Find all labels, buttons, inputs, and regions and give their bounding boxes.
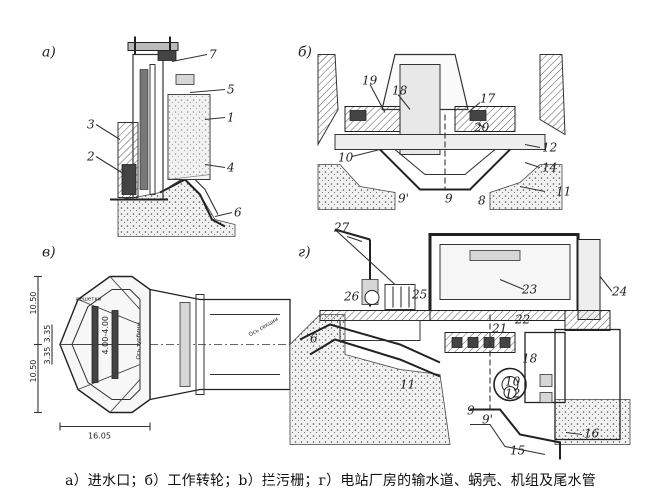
label-g-25: 25 <box>411 288 427 302</box>
label-g-10: 10 <box>505 375 521 389</box>
label-a-7: 7 <box>209 48 217 62</box>
label-g-15: 15 <box>510 444 525 458</box>
label-b-10: 10 <box>338 151 354 165</box>
dim-length: 16.05 <box>88 432 111 441</box>
panel-v-trash-rack: в) 10.50 10.50 3.35 3.35 <box>29 245 291 441</box>
panel-v-letter: в) <box>42 245 56 261</box>
label-a-3: 3 <box>87 118 95 132</box>
label-g-6: 6 <box>310 332 318 346</box>
label-g-18: 18 <box>522 352 538 366</box>
label-g-22: 22 <box>514 313 530 327</box>
panel-g-letter: г) <box>298 245 311 261</box>
text-section-axis: Ось секции <box>248 316 280 338</box>
label-a-6: 6 <box>234 206 242 220</box>
label-g-26: 26 <box>343 290 360 304</box>
label-b-18: 18 <box>392 84 408 98</box>
dim-small-upper: 3.35 <box>43 325 52 343</box>
label-b-17: 17 <box>480 92 496 106</box>
dim-height-upper: 10.50 <box>29 292 38 315</box>
label-b-19: 19 <box>362 74 378 88</box>
label-g-27: 27 <box>333 221 350 235</box>
label-g-9: 9 <box>467 404 475 418</box>
text-reshetki: решетки <box>76 297 102 303</box>
panel-g-powerhouse: г) <box>289 221 631 460</box>
label-a-1: 1 <box>227 111 235 125</box>
label-a-4: 4 <box>226 161 235 175</box>
label-g-11: 11 <box>400 378 415 392</box>
label-b-8: 8 <box>478 194 486 208</box>
text-turbine-axis: Ось турбины <box>136 322 142 359</box>
label-g-21: 21 <box>491 322 507 336</box>
label-g-24: 24 <box>611 285 627 299</box>
dim-gate-width: 4.00-4.00 <box>101 316 110 355</box>
label-g-16: 16 <box>584 427 600 441</box>
figure-caption: a）进水口；б）工作转轮；b）拦污栅；г）电站厂房的输水道、蜗壳、机组及尾水管 <box>65 473 596 489</box>
panel-a-letter: a) <box>42 45 56 61</box>
label-a-5: 5 <box>227 83 235 97</box>
label-a-2: 2 <box>86 150 95 164</box>
dim-small-lower: 3.35 <box>43 347 52 365</box>
label-b-9prime: 9' <box>398 192 409 206</box>
dim-height-lower: 10.50 <box>29 360 38 383</box>
label-b-14: 14 <box>542 161 557 175</box>
panel-b-runner: б) 19 18 17 20 10 12 14 9' 9 <box>298 45 571 210</box>
label-g-23: 23 <box>521 283 538 297</box>
label-g-12: 12 <box>505 387 520 401</box>
panel-a-intake: a) 7 5 1 3 2 4 6 <box>42 36 242 237</box>
panel-b-letter: б) <box>298 45 312 61</box>
label-b-11: 11 <box>556 185 571 199</box>
label-b-9: 9 <box>445 192 453 206</box>
label-g-9prime: 9' <box>482 413 493 427</box>
label-b-20: 20 <box>473 121 490 135</box>
label-b-12: 12 <box>542 141 557 155</box>
